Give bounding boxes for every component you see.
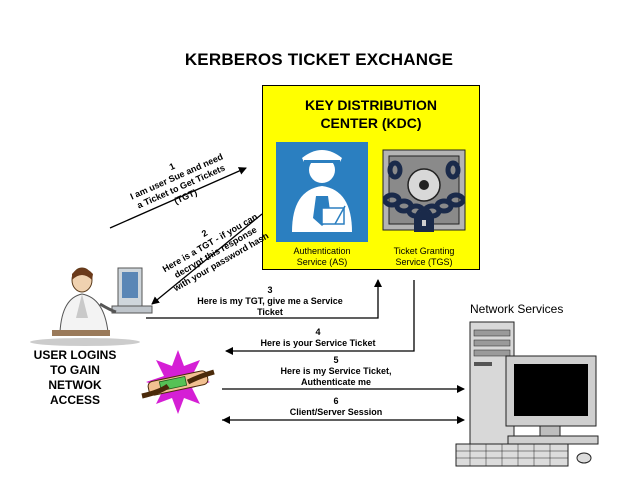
message-5: 5 Here is my Service Ticket, Authenticat… [236,355,436,388]
diagram-title: KERBEROS TICKET EXCHANGE [184,50,454,69]
message-3-num: 3 [267,285,273,295]
message-5-line1: Here is my Service Ticket, [280,366,392,376]
message-6-num: 6 [333,396,339,406]
message-5-line2: Authenticate me [300,377,371,387]
tgs-label: Ticket Granting Service (TGS) [374,246,474,268]
message-6-line1: Client/Server Session [289,407,383,417]
message-3-line2: Ticket [257,307,283,317]
kdc-title-line2: CENTER (KDC) [320,115,422,131]
as-label-line2: Service (AS) [296,257,348,267]
user-at-computer-icon [30,267,153,346]
ticket-handoff-icon [141,350,215,414]
user-label-line1: USER LOGINS [33,348,117,362]
as-label: Authentication Service (AS) [272,246,372,268]
arrow-4 [225,280,415,355]
user-label-line2: TO GAIN [50,363,100,377]
kdc-title: KEY DISTRIBUTION CENTER (KDC) [262,96,480,132]
message-4: 4 Here is your Service Ticket [218,327,418,349]
tgs-label-line1: Ticket Granting [393,246,455,256]
network-services-label: Network Services [470,302,564,316]
arrow-2 [151,213,263,305]
message-5-num: 5 [333,355,339,365]
as-label-line1: Authentication [293,246,351,256]
user-label-line4: ACCESS [49,393,100,407]
message-3-line1: Here is my TGT, give me a Service [197,296,343,306]
arrow-3 [146,279,382,319]
chained-safe-icon [382,149,466,232]
user-label: USER LOGINS TO GAIN NETWOK ACCESS [20,348,130,408]
message-3: 3 Here is my TGT, give me a Service Tick… [170,285,370,318]
message-4-num: 4 [315,327,321,337]
server-computer-icon [455,321,599,467]
arrow-1 [109,167,247,229]
message-6: 6 Client/Server Session [236,396,436,418]
user-label-line3: NETWOK [48,378,102,392]
tgs-label-line2: Service (TGS) [395,257,453,267]
guard-icon [276,142,368,242]
kdc-title-line1: KEY DISTRIBUTION [305,97,437,113]
message-4-line1: Here is your Service Ticket [260,338,376,348]
